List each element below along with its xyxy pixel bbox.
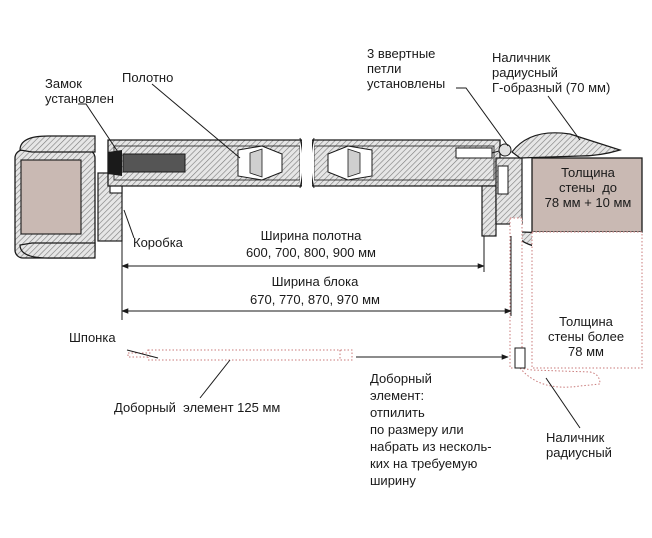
leader-lines [78, 83, 581, 429]
label-block-width-values: 670, 770, 870, 970 мм [250, 292, 380, 307]
extension-element-125 [127, 349, 353, 361]
left-wall [14, 149, 96, 259]
lock [108, 150, 186, 176]
label-block-width-title: Ширина блока [271, 274, 359, 289]
door-panel [107, 136, 501, 190]
right-wall-thick [531, 231, 643, 369]
label-panel-width-title: Ширина полотна [260, 228, 362, 243]
left-casing [19, 135, 96, 259]
label-casing-bottom: Наличник радиусный [546, 430, 612, 460]
label-lock: Замок установлен [45, 76, 114, 106]
dimension-block-width [121, 236, 512, 316]
label-extension-125: Доборный элемент 125 мм [114, 400, 281, 415]
label-casing-top: Наличник радиусный Г-образный (70 мм) [492, 50, 611, 95]
label-wall-thickness-small: Толщина стены до 78 мм + 10 мм [544, 165, 632, 210]
dimension-panel-width [121, 198, 485, 320]
right-frame [481, 157, 523, 237]
right-extension-dotted [509, 217, 601, 388]
hinge [455, 143, 512, 159]
label-tongue: Шпонка [69, 330, 116, 345]
label-frame: Коробка [133, 235, 183, 250]
label-wall-thickness-large: Толщина стены более 78 мм [547, 314, 625, 359]
label-panel: Полотно [122, 70, 174, 85]
label-extension-note: Доборный элемент: отпилить по размеру ил… [370, 371, 492, 488]
label-panel-width-values: 600, 700, 800, 900 мм [246, 245, 376, 260]
label-hinges: 3 ввертные петли установлены [367, 46, 446, 91]
